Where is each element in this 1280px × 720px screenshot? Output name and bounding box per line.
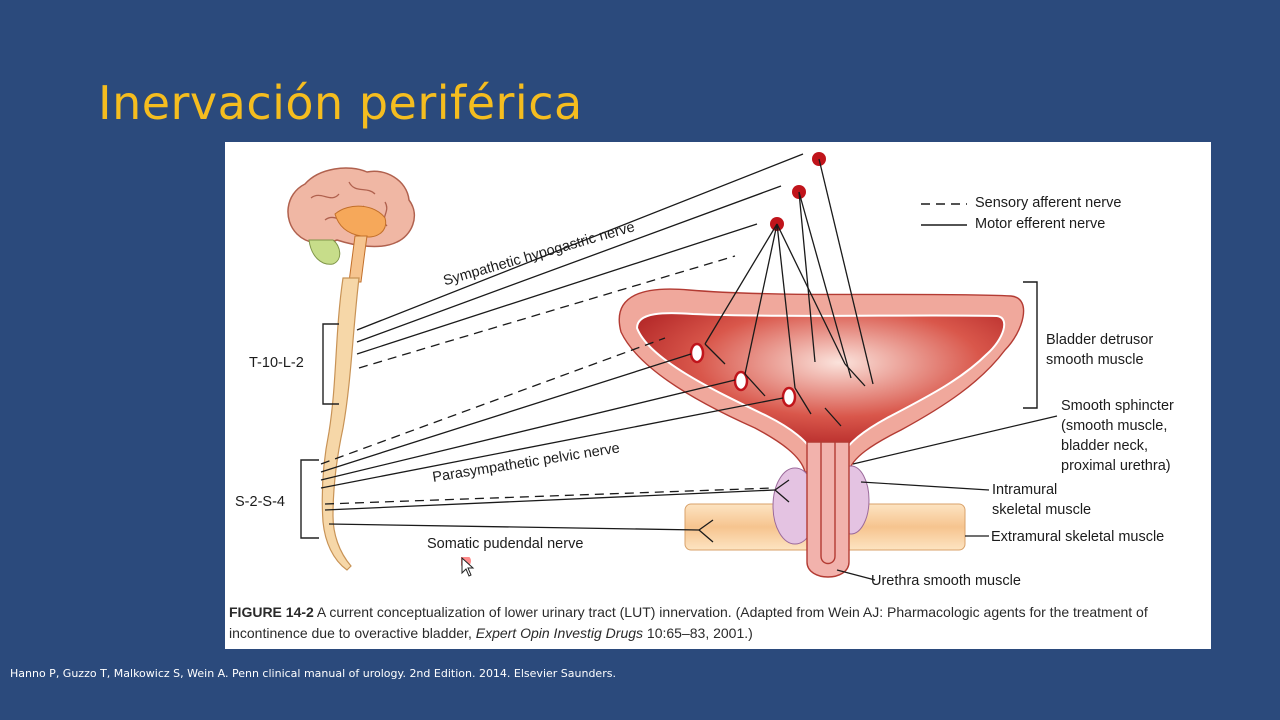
caption-text: A current conceptualization of lower uri… bbox=[229, 604, 1148, 641]
extramural-label: Extramural skeletal muscle bbox=[991, 529, 1165, 545]
innervation-figure: Sympathetic hypogastric nerve Parasympat… bbox=[225, 142, 1211, 649]
legend-sensory: Sensory afferent nerve bbox=[975, 195, 1122, 211]
bladder-lumen bbox=[635, 312, 1006, 455]
intramural-label-line2: skeletal muscle bbox=[992, 502, 1092, 518]
reference-citation: Hanno P, Guzzo T, Malkowicz S, Wein A. P… bbox=[10, 667, 616, 680]
s2-s4-label: S-2-S-4 bbox=[235, 494, 285, 510]
caption-journal: Expert Opin Investig Drugs bbox=[475, 625, 644, 641]
sphincter-label-line2: (smooth muscle, bbox=[1061, 418, 1168, 434]
detrusor-bracket bbox=[1023, 281, 1038, 409]
sphincter-label-line1: Smooth sphincter bbox=[1061, 398, 1174, 414]
slide-title: Inervación periférica bbox=[98, 76, 583, 130]
t10-l2-bracket bbox=[322, 323, 339, 405]
somatic-nerve-label: Somatic pudendal nerve bbox=[427, 536, 584, 552]
bladder-ganglion-1 bbox=[689, 342, 705, 364]
figure-number: FIGURE 14-2 bbox=[229, 604, 314, 620]
urethra bbox=[806, 441, 850, 578]
sphincter-label-line4: proximal urethra) bbox=[1061, 458, 1171, 474]
spinal-cord bbox=[321, 277, 360, 571]
urethra-label: Urethra smooth muscle bbox=[871, 573, 1021, 589]
legend-motor: Motor efferent nerve bbox=[975, 216, 1106, 232]
detrusor-label-line1: Bladder detrusor bbox=[1046, 332, 1154, 348]
sphincter-label-line3: bladder neck, bbox=[1061, 438, 1149, 454]
intramural-label-line1: Intramural bbox=[992, 482, 1058, 498]
t10-l2-label: T-10-L-2 bbox=[249, 355, 304, 371]
bladder-ganglion-2 bbox=[733, 370, 749, 392]
bladder-ganglion-3 bbox=[781, 386, 797, 408]
s2-s4-bracket bbox=[300, 459, 319, 539]
detrusor-label-line2: smooth muscle bbox=[1046, 352, 1144, 368]
caption-citation: 10:65–83, 2001.) bbox=[643, 625, 753, 641]
figure-caption: FIGURE 14-2 A current conceptualization … bbox=[229, 602, 1211, 644]
brain-illustration bbox=[287, 167, 415, 283]
innervation-diagram bbox=[287, 152, 1058, 581]
nerve-pathways bbox=[320, 153, 874, 543]
